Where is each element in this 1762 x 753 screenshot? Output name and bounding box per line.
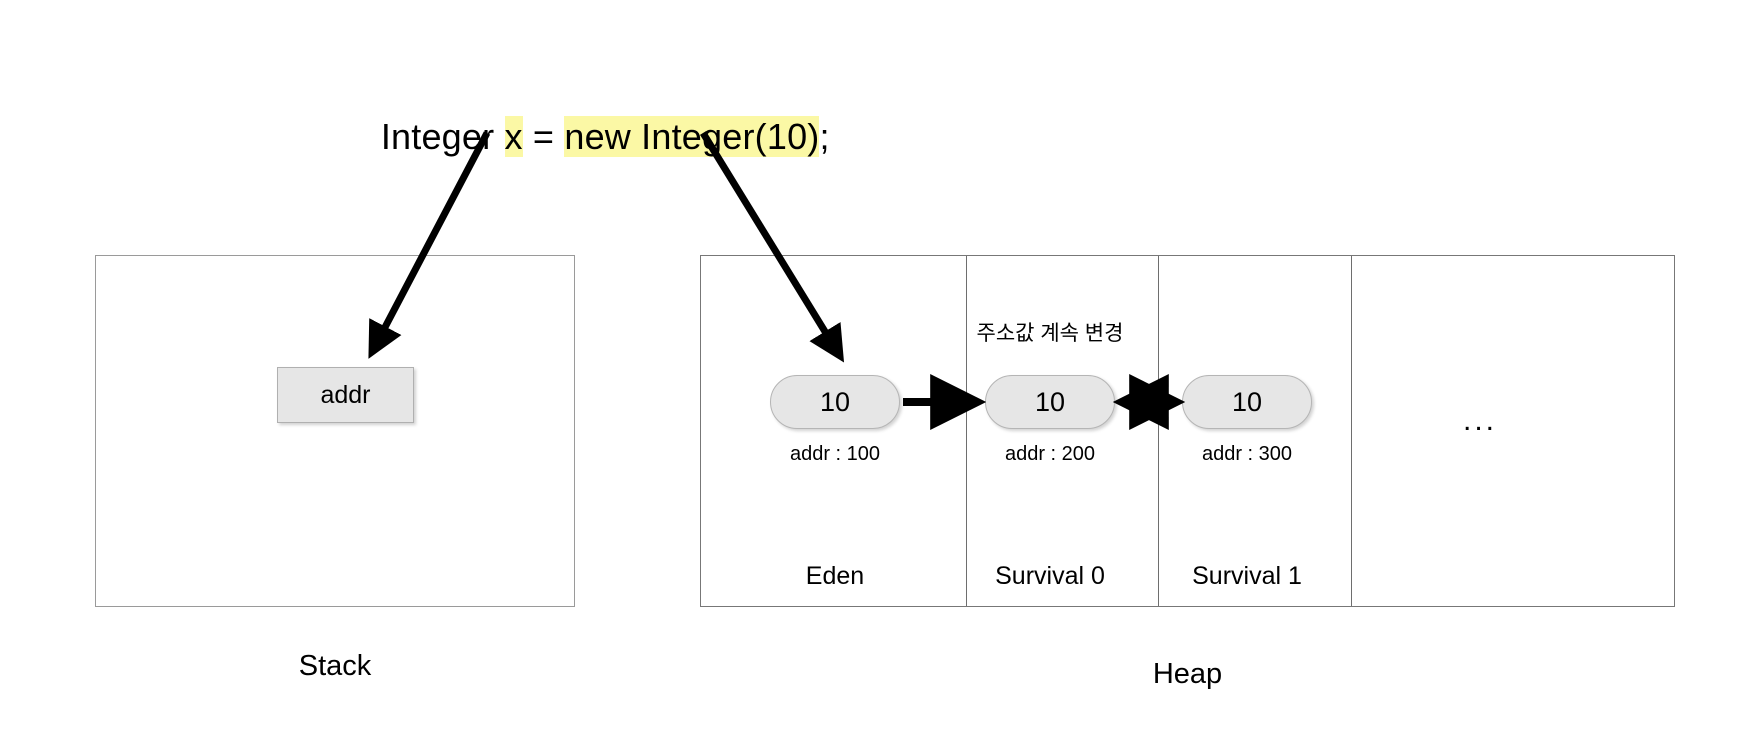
code-segment-variable: x <box>504 116 523 157</box>
heap-address-change-note: 주소값 계속 변경 <box>976 322 1124 345</box>
heap-eden-object-value: 10 <box>819 386 851 417</box>
heap-survival1-object: 10 <box>1182 375 1312 429</box>
code-segment-keyword: Integer <box>380 116 505 157</box>
heap-divider-survival1-rest <box>1351 256 1352 606</box>
heap-divider-survival0-survival1 <box>1158 256 1159 606</box>
heap-caption: Heap <box>1152 658 1223 690</box>
heap-survival0-address: addr : 200 <box>1004 443 1096 465</box>
heap-eden-address: addr : 100 <box>789 443 881 465</box>
code-statement: Integer x = new Integer(10); <box>340 68 830 206</box>
stack-variable-cell: addr <box>277 367 414 423</box>
heap-survival1-address: addr : 300 <box>1201 443 1293 465</box>
heap-eden-object: 10 <box>770 375 900 429</box>
heap-survival0-object-value: 10 <box>1034 386 1066 417</box>
heap-survival0-object: 10 <box>985 375 1115 429</box>
stack-variable-label: addr <box>320 380 371 409</box>
heap-zone-label-survival1: Survival 1 <box>1192 562 1302 590</box>
code-segment-expression: new Integer(10) <box>564 116 820 157</box>
stack-region-box <box>95 255 575 607</box>
heap-survival1-object-value: 10 <box>1231 386 1263 417</box>
heap-zone-label-eden: Eden <box>805 562 865 590</box>
code-segment-semicolon: ; <box>819 116 830 157</box>
heap-region-box <box>700 255 1675 607</box>
stack-caption: Stack <box>298 650 372 682</box>
code-segment-operator: = <box>522 116 565 157</box>
heap-zone-label-survival0: Survival 0 <box>995 562 1105 590</box>
heap-ellipsis-label: ... <box>1462 404 1497 437</box>
heap-divider-eden-survival0 <box>966 256 967 606</box>
